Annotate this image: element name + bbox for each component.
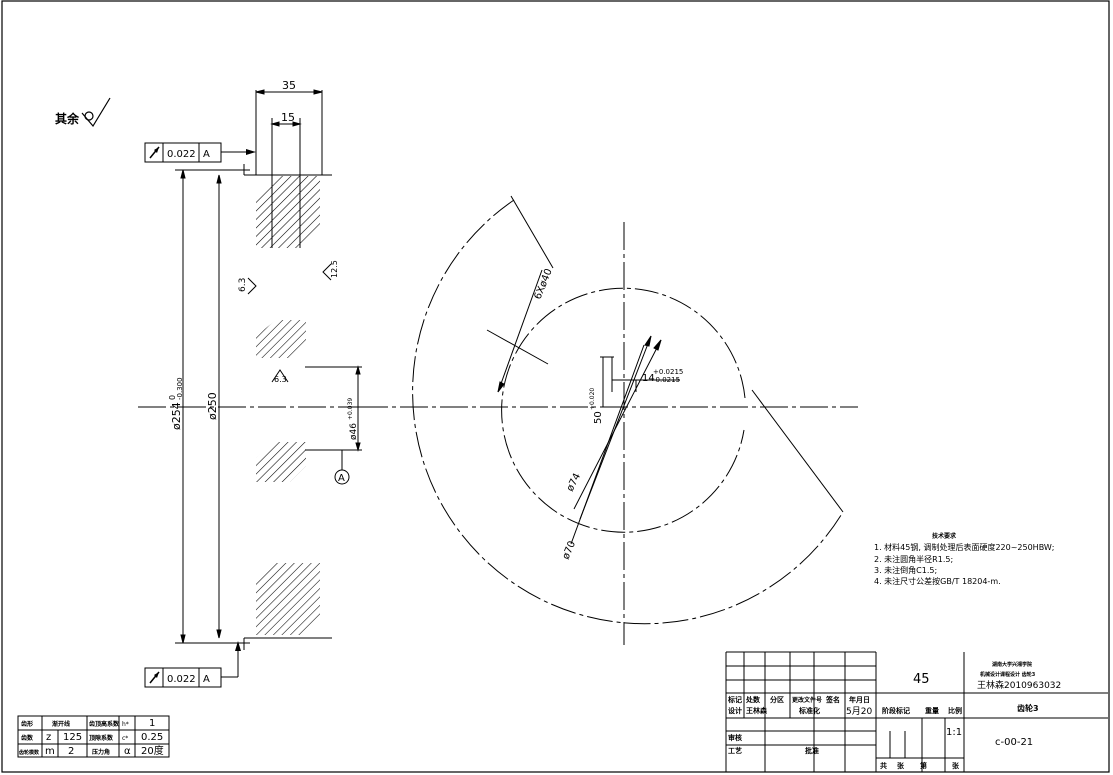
param-cell: 125 <box>63 732 82 743</box>
dim-74-label: ø74 <box>565 472 583 494</box>
roughness-symbol-icon <box>81 97 111 128</box>
keyway-width-label: 14 <box>642 373 655 384</box>
dim-15-label: 15 <box>281 111 295 124</box>
keyway-tol-lower: -0.0215 <box>653 376 680 384</box>
dim-46-tol: +0.039 <box>347 398 354 420</box>
dim-250-label: ø250 <box>206 392 219 420</box>
tech-item: 1. 材料45钢, 调制处理后表面硬度220~250HBW; <box>874 542 1055 552</box>
param-cell: 压力角 <box>92 748 110 756</box>
title-block: 45 湖南大学兴湘学院 机械设计课程设计 齿轮3 王林森2010963032 齿… <box>725 651 1108 773</box>
tb-material: 45 <box>913 672 930 687</box>
tech-item: 3. 未注倒角C1.5; <box>874 565 937 575</box>
dim-width-35 <box>255 89 323 95</box>
dim-width-15 <box>270 121 302 127</box>
tb-label: 张 <box>952 761 960 770</box>
tb-label: 标记 <box>727 695 742 704</box>
tb-label: 共 <box>880 761 887 770</box>
param-cell: z <box>46 732 51 743</box>
runout-datum: A <box>203 674 210 685</box>
tb-student: 王林森2010963032 <box>977 679 1061 691</box>
keyway-depth-tol: +0.020 <box>589 388 596 410</box>
keyway-depth-label: 50 <box>593 411 604 424</box>
outer-circle-arc <box>412 199 844 625</box>
param-cell: 齿顶高系数 <box>89 720 120 728</box>
tb-project: 机械设计课程设计 齿轮3 <box>979 671 1036 678</box>
param-cell: 齿数 <box>21 734 34 742</box>
inner-circle-arc <box>501 287 746 533</box>
tech-item: 4. 未注尺寸公差按GB/T 18204-m. <box>874 576 1001 586</box>
tech-title: 技术要求 <box>932 532 957 540</box>
dim-254-tol-upper: 0 <box>168 395 177 400</box>
tb-drawing-no: c-00-21 <box>995 737 1033 748</box>
param-cell: 2 <box>68 746 74 757</box>
tb-label: 签名 <box>825 695 840 704</box>
tech-item: 2. 未注圆角半径R1.5; <box>874 554 953 564</box>
tb-label: 比例 <box>948 706 962 715</box>
tb-label: 设计 <box>728 706 742 715</box>
param-cell: 齿形 <box>21 720 33 728</box>
tb-drawing-name: 齿轮3 <box>1017 703 1039 713</box>
runout-frame-bottom: 0.022 A <box>144 641 241 688</box>
keyway-tol-upper: +0.0215 <box>653 368 683 376</box>
tb-label: 批准 <box>805 746 819 755</box>
tb-scale: 1:1 <box>946 727 962 738</box>
gear-params-table: 齿形 渐开线 齿顶高系数 h* 1 齿数 z 125 顶隙系数 c* 0.25 … <box>17 715 170 758</box>
param-cell: 20度 <box>141 744 164 757</box>
tb-label: 标准化 <box>798 706 820 715</box>
tb-label: 工艺 <box>728 746 742 755</box>
param-cell: 0.25 <box>141 732 163 743</box>
tb-label: 阶段标记 <box>882 706 910 715</box>
roughness-note-text: 其余 <box>55 111 80 126</box>
runout-arrow-icon <box>149 671 160 684</box>
hatch-region <box>256 563 320 635</box>
roughness-63-b: 6.3 <box>274 375 287 384</box>
runout-arrow-icon <box>149 146 160 159</box>
dim-dia-46 <box>305 365 362 452</box>
runout-value: 0.022 <box>167 674 196 685</box>
section-view: 35 15 ø254 0 -0.300 ø250 <box>138 79 385 650</box>
runout-frame-top: 0.022 A <box>144 142 256 163</box>
runout-datum: A <box>203 149 210 160</box>
param-cell: 渐开线 <box>52 720 70 728</box>
tb-label: 张 <box>897 761 905 770</box>
param-cell: 顶隙系数 <box>89 734 114 742</box>
holes-label: 6Xø40 <box>533 267 555 301</box>
roughness-symbol-icon <box>271 369 289 383</box>
param-cell: h* <box>122 721 129 728</box>
dim-46-label: ø46 <box>349 423 359 440</box>
tb-label: 分区 <box>770 695 784 704</box>
param-cell: 齿轮模数 <box>19 749 40 756</box>
roughness-symbol-icon <box>322 263 332 281</box>
tb-label: 第 <box>920 761 927 770</box>
tb-school: 湖南大学兴湘学院 <box>992 661 1032 668</box>
dim-35-label: 35 <box>282 79 296 92</box>
tech-requirements: 技术要求 1. 材料45钢, 调制处理后表面硬度220~250HBW; 2. 未… <box>874 532 1055 586</box>
roughness-general-note: 其余 <box>55 97 111 128</box>
roughness-63-a: 6.3 <box>238 278 248 292</box>
dim-254-tol-lower: -0.300 <box>176 377 184 400</box>
roughness-125: 12.5 <box>330 260 339 278</box>
tb-label: 重量 <box>925 706 939 715</box>
dim-254-label: ø254 <box>170 402 183 430</box>
param-cell: α <box>124 746 131 757</box>
datum-marker: A <box>334 450 350 485</box>
tb-label: 王林森 <box>746 706 768 715</box>
roughness-symbol-icon <box>247 277 257 295</box>
param-cell: c* <box>122 735 128 742</box>
front-view <box>360 195 858 645</box>
runout-value: 0.022 <box>167 149 196 160</box>
tb-label: 5月20 <box>846 706 872 717</box>
tb-label: 年月日 <box>849 695 870 704</box>
param-cell: m <box>45 746 55 757</box>
param-cell: 1 <box>149 718 155 729</box>
tb-label: 更改文件号 <box>792 696 822 704</box>
tb-label: 处数 <box>745 695 761 704</box>
dim-70-label: ø70 <box>561 540 578 562</box>
datum-circle-label: A <box>338 473 345 484</box>
tb-label: 审核 <box>728 733 742 742</box>
